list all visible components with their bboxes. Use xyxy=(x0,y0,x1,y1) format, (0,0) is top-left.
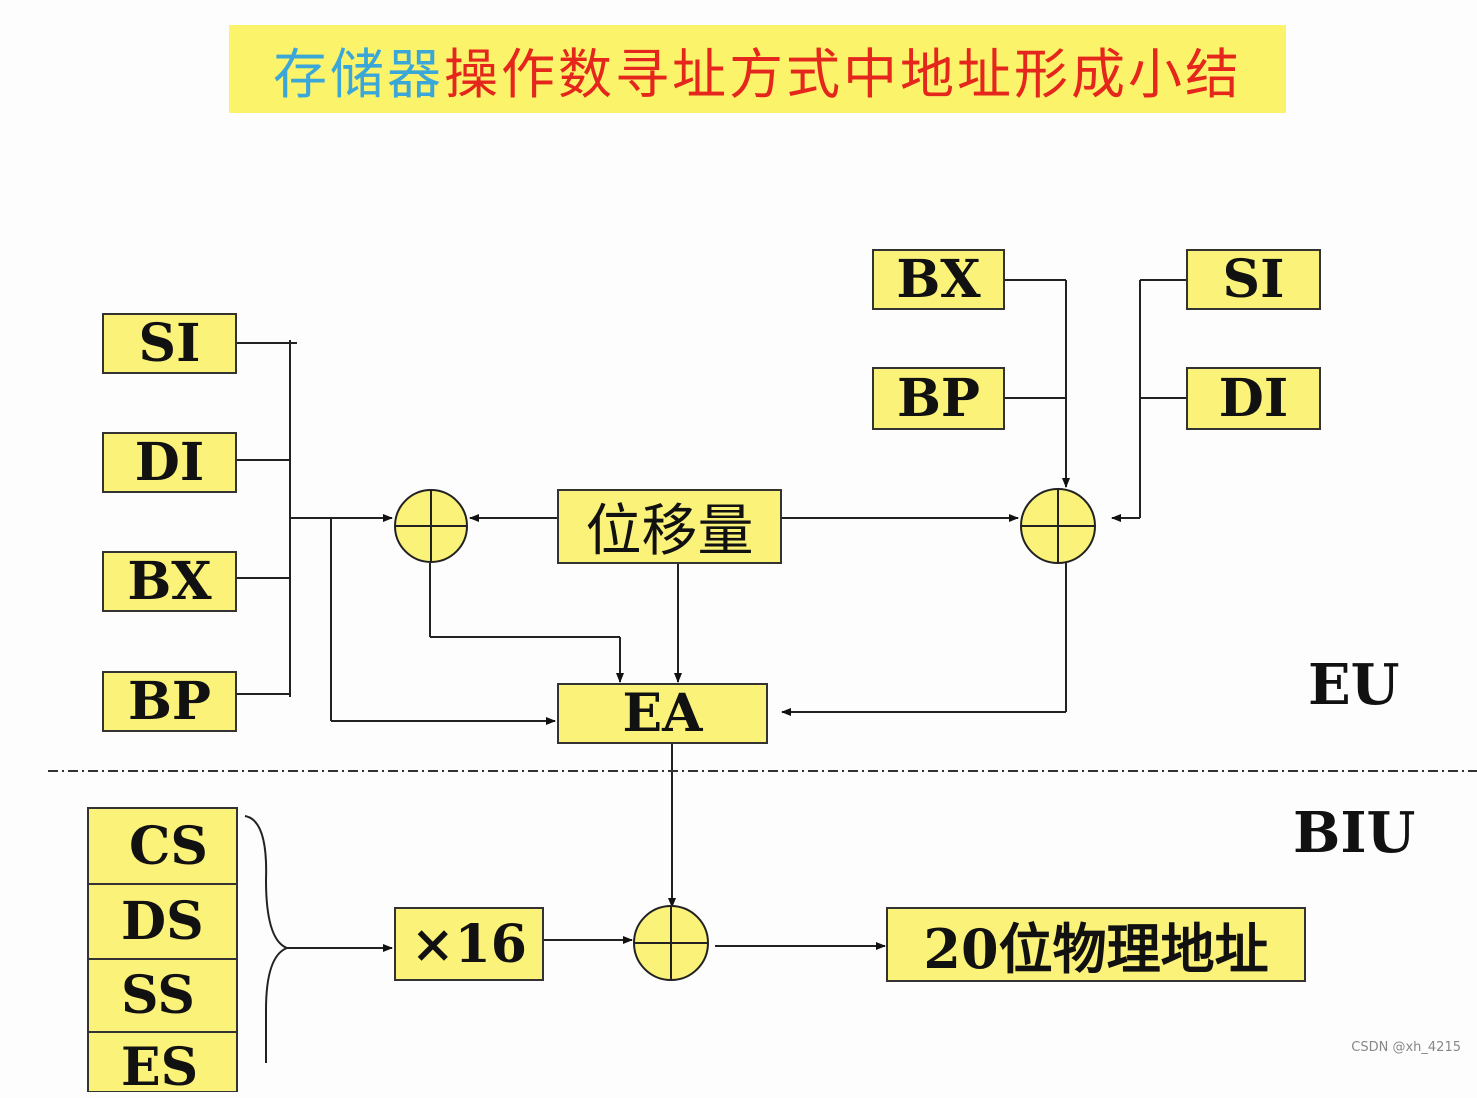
left-bx-register: BX xyxy=(102,551,237,612)
segment-es: ES xyxy=(87,1032,238,1098)
right-si-register: SI xyxy=(1186,249,1321,310)
displacement-box: 位移量 xyxy=(557,489,782,564)
left-si-register: SI xyxy=(102,313,237,374)
adder-biu xyxy=(633,905,709,981)
physical-address-box: 20位物理地址 xyxy=(886,907,1306,982)
watermark: CSDN @xh_4215 xyxy=(1351,1040,1461,1055)
segment-ss: SS xyxy=(87,959,238,1032)
biu-label: BIU xyxy=(1293,800,1416,866)
adder-right xyxy=(1020,488,1096,564)
multiply-16-box: ×16 xyxy=(394,907,544,981)
page-title: 存储器操作数寻址方式中地址形成小结 xyxy=(229,25,1286,113)
right-di-register: DI xyxy=(1186,367,1321,430)
left-di-register: DI xyxy=(102,432,237,493)
diagram-connections xyxy=(48,279,1477,1063)
title-part-red: 操作数寻址方式中地址形成小结 xyxy=(444,42,1242,106)
title-part-blue: 存储器 xyxy=(273,42,444,106)
left-bp-register: BP xyxy=(102,671,237,732)
adder-left xyxy=(394,489,468,563)
right-bp-register: BP xyxy=(872,367,1005,430)
eu-label: EU xyxy=(1308,652,1400,718)
segment-ds: DS xyxy=(87,884,238,959)
right-bx-register: BX xyxy=(872,249,1005,310)
effective-address-box: EA xyxy=(557,683,768,744)
segment-cs: CS xyxy=(87,807,238,884)
